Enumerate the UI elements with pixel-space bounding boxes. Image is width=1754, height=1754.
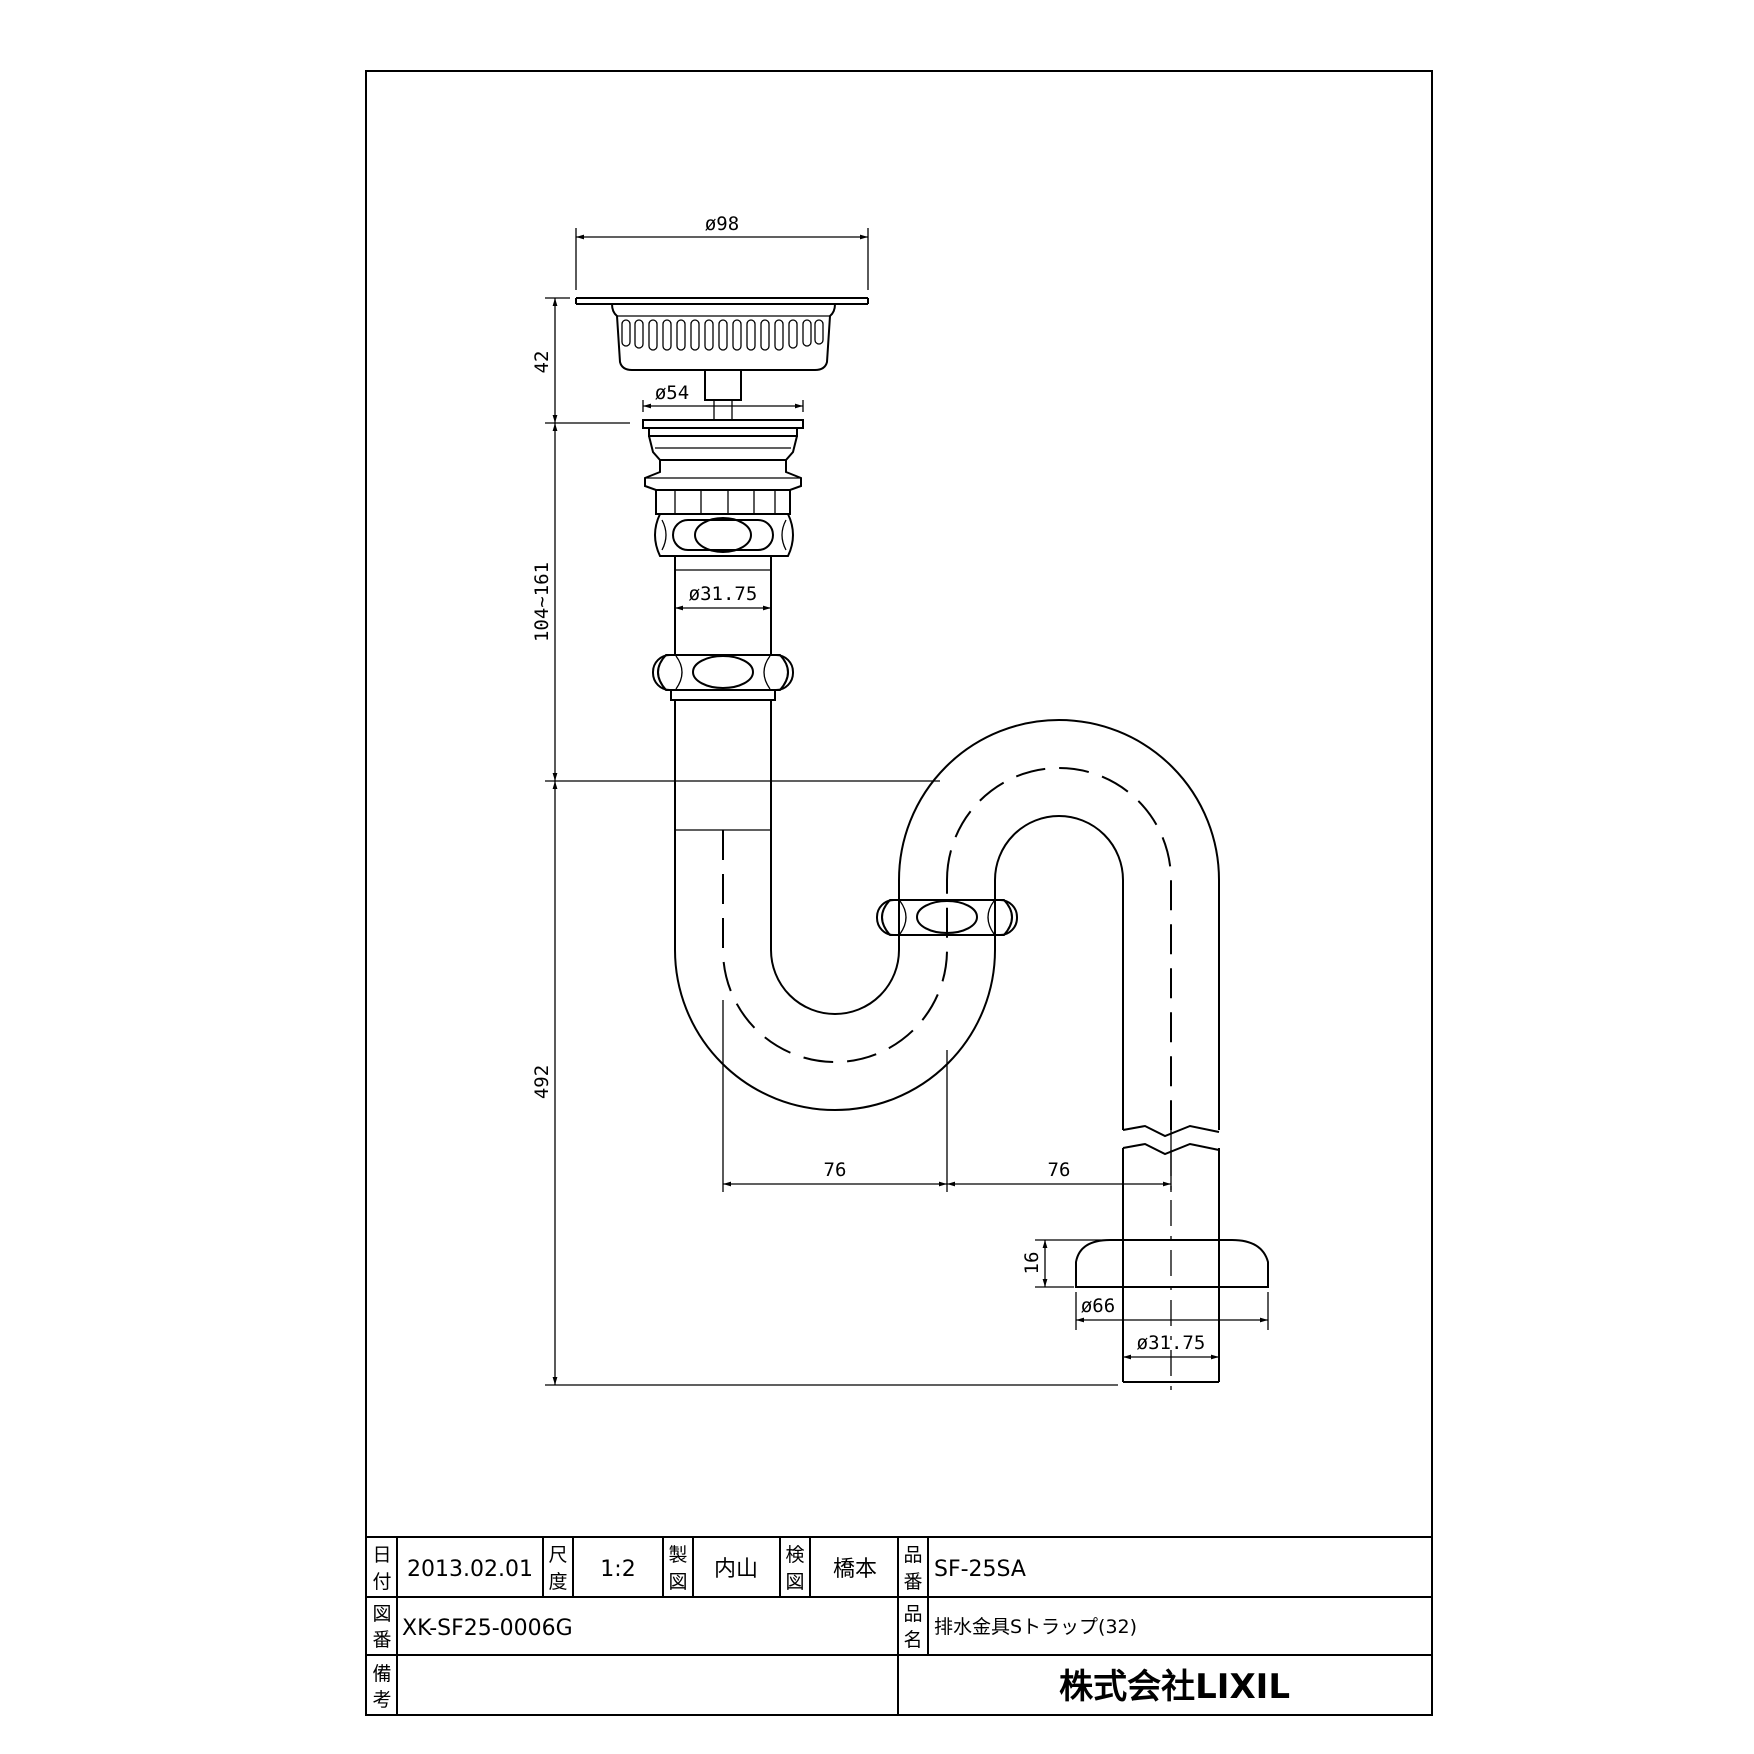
label-drawing-no-1: 図 [372, 1603, 391, 1625]
dim-offset-left: 76 [824, 1159, 847, 1181]
label-remarks-1: 備 [372, 1663, 391, 1685]
dimensions: ø98 42 ø54 104~161 ø31.75 492 76 76 [531, 213, 1269, 1386]
label-part-name-2: 名 [903, 1629, 922, 1651]
title-block: 日 付 尺 度 製 図 検 図 品 番 図 番 品 名 備 考 2013.02.… [366, 1536, 1432, 1715]
company-logo: 株式会社LIXIL [1059, 1667, 1290, 1707]
label-checked-2: 図 [785, 1571, 804, 1593]
label-scale-1: 尺 [548, 1544, 567, 1566]
dim-basket-height: 42 [531, 351, 553, 374]
checked-by-value: 橋本 [833, 1557, 877, 1582]
label-part-name-1: 品 [903, 1603, 922, 1625]
dim-top-width: ø98 [705, 213, 739, 235]
drawing-no-value: XK-SF25-0006G [402, 1616, 573, 1641]
dim-outlet-diameter: ø54 [655, 382, 689, 404]
part-name-value: 排水金具Sトラップ(32) [934, 1616, 1137, 1638]
floor-flange [1075, 1239, 1269, 1288]
date-value: 2013.02.01 [407, 1557, 533, 1582]
label-checked-1: 検 [785, 1544, 804, 1566]
trap-inlet-pipe [670, 689, 776, 831]
label-drawn-1: 製 [668, 1544, 687, 1566]
dim-offset-right: 76 [1048, 1159, 1071, 1181]
strainer-slots [621, 319, 824, 351]
dim-pipe-diameter: ø31.75 [689, 583, 758, 605]
tailpiece-pipe [674, 556, 772, 655]
dim-flange-height: 16 [1021, 1252, 1043, 1275]
label-scale-2: 度 [548, 1571, 567, 1593]
dim-flange-diameter: ø66 [1081, 1295, 1115, 1317]
middle-nut [652, 654, 794, 691]
label-drawn-2: 図 [668, 1571, 687, 1593]
drawn-by-value: 内山 [714, 1557, 758, 1582]
drain-outlet [642, 419, 804, 515]
scale-value: 1:2 [600, 1557, 635, 1582]
label-remarks-2: 考 [372, 1689, 391, 1711]
s-trap [674, 719, 1220, 1130]
label-part-no-2: 番 [903, 1571, 922, 1593]
pipe-break [1122, 1124, 1220, 1156]
label-date-2: 付 [372, 1571, 391, 1593]
trap-nut [876, 899, 1018, 936]
dim-adjust-range: 104~161 [531, 562, 553, 642]
upper-nut [654, 513, 794, 557]
label-date-1: 日 [372, 1544, 391, 1566]
dim-total-height: 492 [531, 1065, 553, 1099]
part-no-value: SF-25SA [934, 1557, 1026, 1582]
label-part-no-1: 品 [903, 1544, 922, 1566]
trap-drawing [575, 297, 1269, 1400]
dim-bottom-pipe-diameter: ø31.75 [1137, 1332, 1206, 1354]
label-drawing-no-2: 番 [372, 1629, 391, 1651]
strainer-basket [575, 297, 869, 420]
